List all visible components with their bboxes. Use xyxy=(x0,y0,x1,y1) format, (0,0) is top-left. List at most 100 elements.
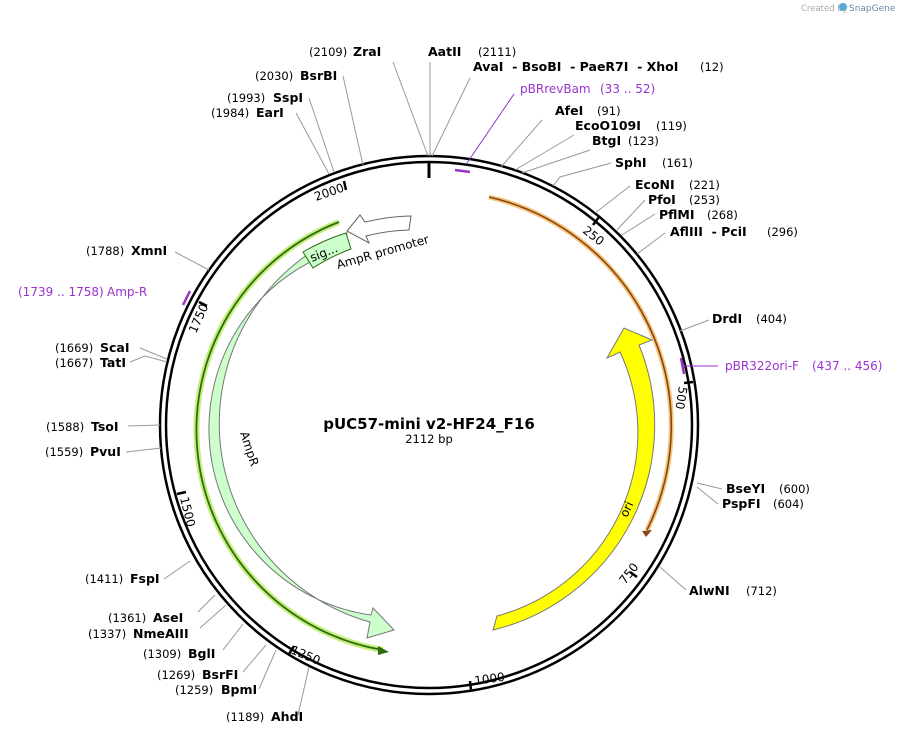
site-pos-pvui: (1559) xyxy=(45,445,83,459)
orf-ampr-highlight xyxy=(193,219,384,653)
site-pos-afliii: (296) xyxy=(767,225,798,239)
site-name-sspi: SspI xyxy=(273,90,303,105)
primer-name-pbr322ori: pBR322ori-F xyxy=(725,359,799,373)
site-pos-eco109: (119) xyxy=(656,119,687,133)
plasmid-name: pUC57-mini v2-HF24_F16 xyxy=(323,415,535,433)
site-pos-btgi: (123) xyxy=(628,134,659,148)
site-name-xmni: XmnI xyxy=(131,243,167,258)
tick-mark-1500 xyxy=(176,490,187,496)
site-name-afliii: AflIII - PciI xyxy=(670,224,747,239)
site-name-aatii: AatII xyxy=(428,44,461,59)
site-name-alwni: AlwNI xyxy=(689,583,730,598)
orf-ampr-line xyxy=(195,221,384,651)
site-pos-tati: (1667) xyxy=(55,356,93,370)
primer-name-ampr: Amp-R xyxy=(107,285,147,299)
site-pos-zrai: (2109) xyxy=(309,45,347,59)
site-pos-bseyi: (600) xyxy=(779,482,810,496)
site-pos-sphi: (161) xyxy=(662,156,693,170)
primer-mark-pbrrevbam xyxy=(454,168,471,174)
sig-feature[interactable] xyxy=(302,232,352,269)
site-pos-pspfi: (604) xyxy=(773,497,804,511)
primer-range-pbrrevbam: (33 .. 52) xyxy=(600,82,655,96)
site-pos-scai: (1669) xyxy=(55,341,93,355)
backbone-inner-ring xyxy=(164,160,694,690)
tick-mark-1000 xyxy=(468,680,473,691)
site-name-nmeaiii: NmeAIII xyxy=(133,626,189,641)
primer-range-ampr: (1739 .. 1758) xyxy=(18,285,104,299)
site-pos-aatii: (2111) xyxy=(478,45,516,59)
site-name-drdi: DrdI xyxy=(712,311,742,326)
tick-mark-250 xyxy=(592,216,600,226)
plasmid-length: 2112 bp xyxy=(405,432,453,446)
site-pos-bpmi: (1259) xyxy=(175,683,213,697)
ampr-feature-label: AmpR xyxy=(237,430,261,468)
site-name-bpmi: BpmI xyxy=(221,682,257,697)
site-name-scai: ScaI xyxy=(100,340,130,355)
site-pos-bsrfi: (1269) xyxy=(157,668,195,682)
tick-mark-500 xyxy=(683,380,694,385)
primer-range-pbr322ori: (437 .. 456) xyxy=(812,359,882,373)
site-name-zrai: ZraI xyxy=(353,44,381,59)
site-pos-afei: (91) xyxy=(597,104,621,118)
tick-mark-750 xyxy=(629,570,638,579)
tick-label-2000: 2000 xyxy=(312,181,345,204)
tick-mark-1250 xyxy=(287,645,296,655)
site-pos-tsoi: (1588) xyxy=(46,420,84,434)
site-name-pflmi: PflMI xyxy=(659,207,695,222)
site-name-econi: EcoNI xyxy=(635,177,675,192)
snapgene-brand: SnapGene xyxy=(849,4,896,14)
ampr-promoter-arrow[interactable] xyxy=(346,214,412,245)
snapgene-logo-icon xyxy=(839,3,847,11)
site-pos-drdi: (404) xyxy=(756,312,787,326)
site-pos-eari: (1984) xyxy=(211,106,249,120)
site-name-bgli: BglI xyxy=(188,646,215,661)
site-name-asei: AseI xyxy=(153,610,183,625)
site-pos-sspi: (1993) xyxy=(227,91,265,105)
site-name-bseyi: BseYI xyxy=(726,481,765,496)
ampr-promoter-label: AmpR promoter xyxy=(335,232,431,272)
primer-mark-ampr xyxy=(181,290,192,306)
site-pos-fspi: (1411) xyxy=(85,572,123,586)
site-name-ava: AvaI - BsoBI - PaeR7I - XhoI xyxy=(473,59,678,74)
site-pos-pfoi: (253) xyxy=(689,193,720,207)
site-pos-ahdi: (1189) xyxy=(226,710,264,724)
site-name-btgi: BtgI xyxy=(592,133,621,148)
tick-label-750: 750 xyxy=(616,560,641,587)
site-pos-econi: (221) xyxy=(689,178,720,192)
site-name-afei: AfeI xyxy=(555,103,583,118)
site-name-tsoi: TsoI xyxy=(91,419,119,434)
tick-label-1000: 1000 xyxy=(473,670,505,688)
primer-name-pbrrevbam: pBRrevBam xyxy=(520,82,591,96)
site-pos-bsrbi: (2030) xyxy=(255,69,293,83)
primer-leader-lines xyxy=(466,93,718,367)
site-name-eco109: EcoO109I xyxy=(575,118,641,133)
orf-ori-arrowhead xyxy=(642,530,652,537)
orf-ampr-arrowhead xyxy=(378,646,389,655)
site-name-bsrbi-label: BsrBI xyxy=(300,68,337,83)
site-name-ahdi: AhdI xyxy=(271,709,303,724)
site-name-bsrfi: BsrFI xyxy=(202,667,238,682)
tick-label-500: 500 xyxy=(672,386,689,411)
site-pos-asei: (1361) xyxy=(108,611,146,625)
site-pos-pflmi: (268) xyxy=(707,208,738,222)
tick-mark-1750 xyxy=(198,300,208,308)
site-name-pspfi: PspFI xyxy=(722,496,761,511)
leader-lines xyxy=(125,61,723,716)
site-name-eari: EarI xyxy=(256,105,284,120)
site-pos-bgli: (1309) xyxy=(143,647,181,661)
site-name-fspi: FspI xyxy=(130,571,160,586)
ori-feature-arrow[interactable] xyxy=(492,327,656,631)
site-pos-alwni: (712) xyxy=(746,584,777,598)
ori-feature-label: ori xyxy=(617,499,636,519)
primer-mark-pbr322ori xyxy=(679,357,686,375)
tick-mark-2000 xyxy=(342,180,348,191)
orf-ori-line xyxy=(488,196,673,531)
site-pos-ava: (12) xyxy=(700,60,724,74)
site-pos-nmeaiii: (1337) xyxy=(88,627,126,641)
site-pos-xmni: (1788) xyxy=(86,244,124,258)
site-name-pfoi: PfoI xyxy=(648,192,676,207)
site-name-tati: TatI xyxy=(100,355,126,370)
ampr-feature-arrow[interactable] xyxy=(208,232,395,639)
created-by-text: Created by xyxy=(801,4,848,14)
